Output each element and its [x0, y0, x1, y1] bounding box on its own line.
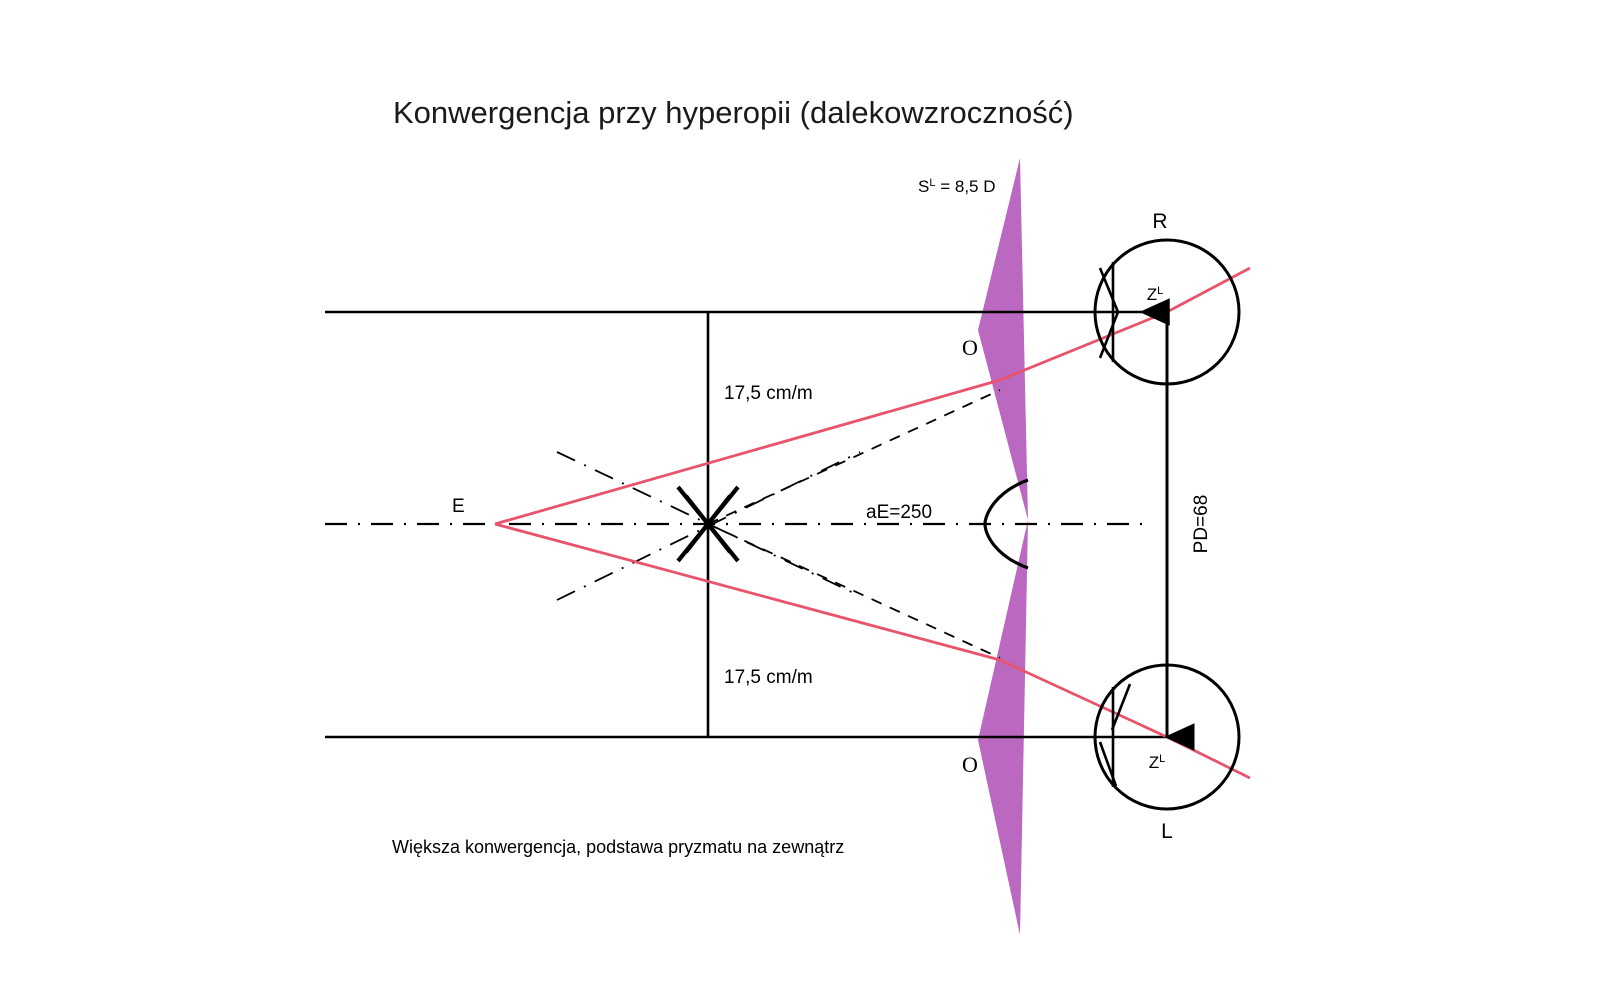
pd-label: PD=68 — [1191, 495, 1212, 554]
eye-right-label: R — [1152, 210, 1167, 233]
object-distance-label: aE=250 — [866, 502, 932, 523]
prism-effect-top-label: 17,5 cm/m — [724, 383, 813, 404]
eye-left-tick-lower-angled — [1098, 741, 1118, 787]
figure-caption: Większa konwergencja, podstawa pryzmatu … — [392, 837, 844, 857]
eye-right-tick-lower-angled — [1098, 311, 1120, 359]
lens-power-label: SL = 8,5 D — [918, 177, 996, 196]
optical-center-bottom-label: O — [962, 752, 978, 777]
eye-right-center-label: ZL — [1147, 285, 1164, 304]
eye-right-group: R ZL — [1093, 210, 1241, 386]
optical-center-top-label: O — [962, 335, 978, 360]
eye-left-center-label: ZL — [1149, 753, 1166, 772]
dashed-chief-ray-upper — [707, 389, 1001, 525]
eye-left-center-sup: L — [1159, 753, 1165, 765]
lens-power-base: S — [918, 177, 929, 196]
eye-right-center-sup: L — [1157, 285, 1163, 297]
lens-power-value: = 8,5 D — [936, 177, 996, 196]
dashed-chief-ray-lower — [707, 523, 1001, 659]
eye-left-group: L ZL — [1093, 663, 1241, 843]
lens-power-sup: L — [929, 177, 935, 189]
prism-effect-bottom-label: 17,5 cm/m — [724, 667, 813, 688]
eye-right-tick-upper-angled — [1098, 267, 1120, 313]
eye-left-center-base: Z — [1149, 753, 1159, 772]
eye-left-label: L — [1161, 820, 1173, 843]
prism-shape-group — [978, 158, 1028, 935]
ray-lower — [494, 522, 1251, 780]
page-title: Konwergencja przy hyperopii (dalekowzroc… — [393, 95, 1074, 130]
oblique-dashdot-down — [556, 451, 861, 597]
eye-right-center-base: Z — [1147, 285, 1157, 304]
prism-lower — [978, 520, 1028, 935]
pd-measure-group: PD=68 — [1139, 298, 1212, 751]
ray-bundle — [494, 266, 1251, 780]
ray-upper — [494, 266, 1251, 526]
intersection-star-marker — [676, 485, 740, 563]
eye-left-tick-upper-angled — [1110, 683, 1132, 731]
object-point-label: E — [452, 496, 465, 517]
prism-upper — [978, 158, 1028, 520]
